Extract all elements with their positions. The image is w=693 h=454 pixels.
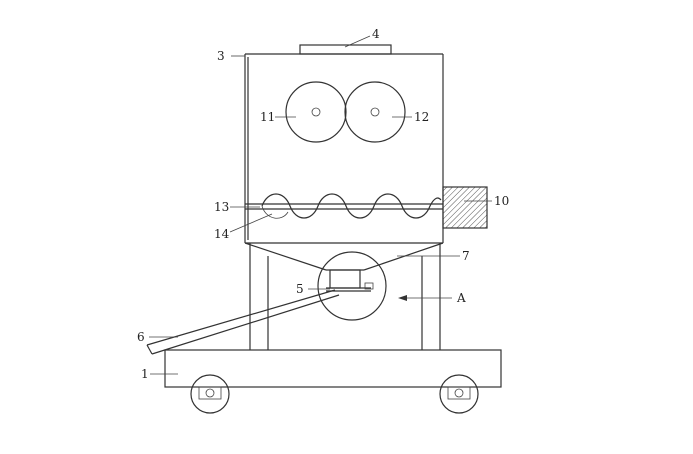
spiral-blade	[261, 193, 442, 219]
label-13: 13	[214, 200, 229, 214]
label-6: 6	[137, 330, 145, 344]
label-10: 10	[494, 194, 509, 208]
discharge-chute	[146, 289, 340, 355]
support-legs	[249, 243, 441, 350]
label-11: 11	[260, 110, 275, 124]
label-3: 3	[217, 49, 225, 63]
crushing-roller-12	[344, 81, 406, 143]
label-1: 1	[141, 367, 149, 381]
detail-circle-a	[317, 251, 387, 321]
label-12: 12	[414, 110, 429, 124]
motor	[442, 186, 488, 229]
label-5: 5	[296, 282, 304, 296]
right-wheel	[439, 374, 479, 414]
base-plate	[164, 349, 502, 388]
label-4: 4	[372, 27, 380, 41]
valve	[326, 269, 374, 292]
leader-lines	[149, 35, 492, 375]
label-7: 7	[462, 249, 470, 263]
label-14: 14	[214, 227, 230, 241]
screw-conveyor	[245, 193, 443, 219]
crushing-roller-11	[285, 81, 347, 143]
left-wheel	[190, 374, 230, 414]
housing	[244, 53, 444, 244]
discharge-hopper	[244, 242, 444, 271]
label-a: A	[456, 291, 466, 305]
top-inlet	[299, 44, 392, 55]
